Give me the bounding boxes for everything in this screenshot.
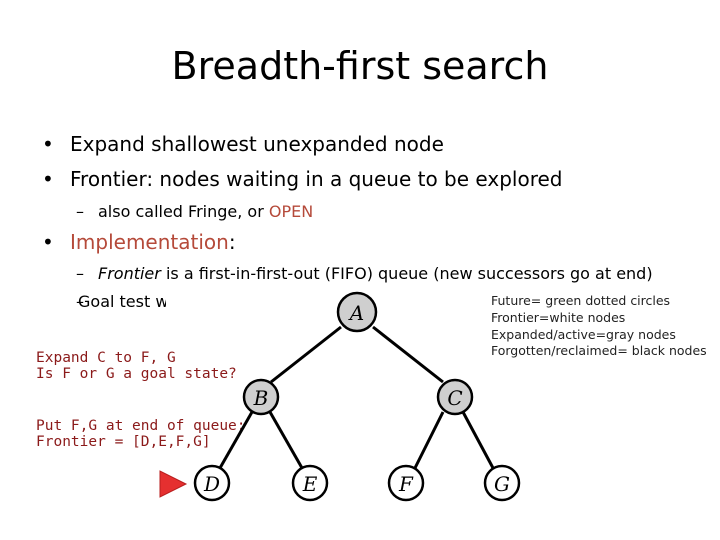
node-f-label: F — [398, 472, 414, 496]
bullet-2-text: Frontier: nodes waiting in a queue to be… — [70, 167, 563, 191]
sub-bullet-3-text: Goal test when inserted — [78, 292, 166, 311]
next-node-pointer-icon — [159, 470, 188, 498]
bullet-3-suffix: : — [228, 230, 236, 254]
sub-bullet-1: –also called Fringe, or OPEN — [76, 202, 313, 221]
node-d-label: D — [203, 472, 220, 496]
edge-a-b — [270, 325, 342, 384]
sub-bullet-1-highlight: OPEN — [268, 202, 314, 221]
edge-c-g — [461, 411, 495, 469]
tree-edges — [218, 325, 495, 469]
node-c-label: C — [447, 386, 462, 410]
bullet-2: • Frontier: nodes waiting in a queue to b… — [42, 167, 562, 191]
node-b-label: B — [253, 386, 269, 410]
node-e-label: E — [302, 472, 318, 496]
slide-title: Breadth-first search — [171, 44, 549, 88]
node-g: G — [483, 464, 521, 502]
edge-a-c — [372, 325, 444, 384]
legend-item: Future= green dotted circles — [491, 293, 671, 308]
legend-item: Expanded/active=gray nodes — [491, 326, 676, 342]
node-b: B — [242, 378, 280, 416]
node-g-label: G — [494, 472, 510, 496]
edge-b-d — [218, 411, 254, 469]
legend-item: Frontier=white nodes — [491, 309, 626, 325]
bullet-3: • Implementation: — [42, 230, 236, 254]
note-line: Frontier = [D,E,F,G] — [36, 434, 211, 450]
node-c: C — [436, 378, 474, 416]
sub-bullet-1-text: also called Fringe, or — [98, 202, 269, 221]
bullet-dot: • — [42, 132, 54, 156]
edge-b-e — [268, 411, 304, 469]
legend-item: Forgotten/reclaimed= black nodes — [491, 343, 707, 359]
sub-bullet-3-dash: – — [76, 292, 84, 311]
node-legend: Future= green dotted circles Frontier=wh… — [491, 293, 707, 360]
node-d: D — [193, 464, 231, 502]
note-line: Is F or G a goal state? — [36, 366, 237, 382]
note-expand: Expand C to F, G Is F or G a goal state? — [36, 350, 237, 382]
note-frontier: Put F,G at end of queue: Frontier = [D,E… — [36, 418, 246, 450]
node-a-label: A — [348, 301, 364, 325]
node-f: F — [387, 464, 425, 502]
bullet-dot: • — [42, 230, 54, 254]
bullet-dot: • — [42, 167, 54, 191]
sub-bullet-2-text: is a first-in-first-out (FIFO) queue (ne… — [160, 264, 653, 283]
note-line: Expand C to F, G — [36, 350, 176, 366]
note-line: Put F,G at end of queue: — [36, 418, 246, 434]
sub-bullet-dash: – — [76, 202, 84, 221]
sub-bullet-2: –Frontier is a first-in-first-out (FIFO)… — [76, 264, 653, 283]
bullet-1: • Expand shallowest unexpanded node — [42, 132, 444, 156]
node-a: A — [336, 291, 378, 333]
sub-bullet-dash: – — [76, 264, 84, 283]
sub-bullet-2-italic: Frontier — [98, 264, 161, 283]
node-e: E — [291, 464, 329, 502]
bullet-1-text: Expand shallowest unexpanded node — [70, 132, 444, 156]
edge-c-f — [413, 411, 445, 469]
bullet-3-highlight: Implementation — [70, 230, 229, 254]
